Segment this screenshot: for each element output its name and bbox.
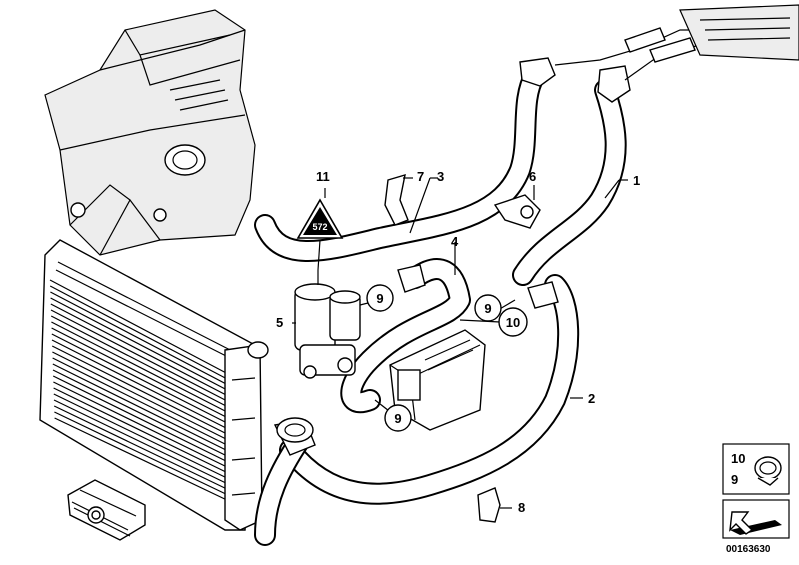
radiator-fin [52,375,231,464]
radiator-fin [49,285,231,382]
radiator-fin [54,417,231,503]
valve-block [294,270,361,379]
radiator-fin [53,381,231,470]
warning-label-text: 572 [312,222,327,232]
hose-clamp-icon [754,456,782,486]
radiator-fin [53,393,231,481]
callout-labels: 1 2 3 4 5 6 7 8 11 9 9 9 10 [276,169,640,515]
arrow-icon [729,511,782,535]
hose-3 [254,57,556,262]
radiator-fin [50,297,231,393]
legend-clamp: 10 9 [722,443,790,495]
radiator-fin [53,387,231,475]
callout-5: 5 [276,315,283,330]
radiator-fin [52,363,231,453]
legend-bottom-number: 9 [731,472,738,487]
radiator-fin [50,291,231,387]
callout-9c: 9 [394,411,401,426]
warning-label-572: 572 [296,198,344,239]
callout-11: 11 [316,169,330,184]
legend-arrow [722,499,790,539]
clip-8 [477,487,501,523]
radiator-fin [52,357,231,448]
hose-1 [512,65,631,286]
radiator-fin [50,309,231,404]
hose-2 [279,274,580,505]
radiator [39,239,269,531]
hose-4 [340,258,471,414]
callout-10-circle [498,307,528,337]
callout-4: 4 [451,234,459,249]
radiator-fin [53,399,231,486]
legend-top-number: 10 [731,451,745,466]
radiator-fin [52,351,231,442]
callout-10: 10 [506,315,520,330]
callout-8: 8 [518,500,525,515]
callout-6: 6 [529,169,536,184]
callout-3: 3 [437,169,444,184]
radiator-fin [54,411,231,497]
radiator-fin [50,315,231,409]
callout-9-circle-a [366,284,394,312]
bracket-6 [493,194,541,229]
callout-9-circle-c [384,404,412,432]
oil-cooler [67,479,146,541]
radiator-fin [51,339,231,431]
radiator-fin [53,405,231,492]
engine-block [44,9,256,256]
hose-top-pipes [554,4,799,81]
radiator-fin [50,303,231,398]
clip-7 [384,174,409,226]
diagram-number: 00163630 [726,544,771,555]
radiator-fin [51,321,231,415]
radiator-fin [51,333,231,426]
radiator-fin [51,345,231,437]
callout-1: 1 [633,173,640,188]
callout-2: 2 [588,391,595,406]
callout-7: 7 [417,169,424,184]
radiator-fin [49,279,231,376]
radiator-fin [51,327,231,420]
callout-9b: 9 [484,301,491,316]
callout-9a: 9 [376,291,383,306]
expansion-tank [389,329,486,431]
callout-9-circle-b [474,294,502,322]
radiator-fin [52,369,231,459]
hose-lower-radiator [254,417,316,546]
